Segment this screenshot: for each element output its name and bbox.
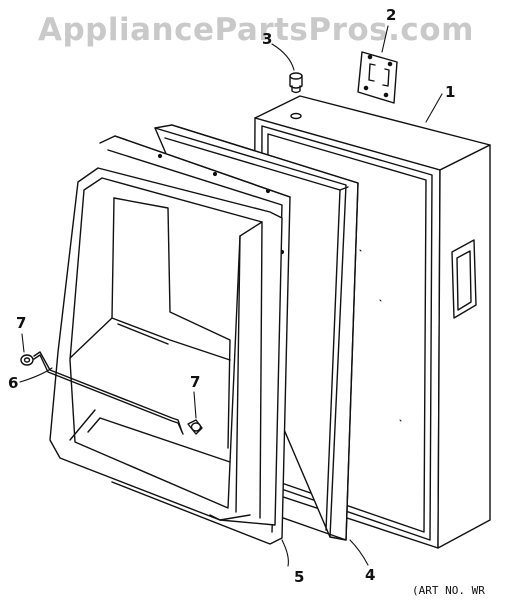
part-7-endcap-right [188,420,202,434]
leader-1 [426,94,442,122]
callout-7-left: 7 [16,314,27,332]
leader-2 [382,26,388,52]
leader-5 [282,540,288,566]
watermark: AppliancePartsPros.com [38,12,474,48]
part-3-plug [290,73,302,93]
leader-lines [20,26,442,566]
callout-6: 6 [8,374,19,392]
door-liner [50,168,282,525]
leader-7b [194,392,196,418]
callout-2: 2 [386,6,397,24]
callout-7-right: 7 [190,373,201,391]
part-7-endcap-left [21,355,33,365]
callout-5: 5 [294,568,305,586]
leader-4 [350,540,368,565]
part-2-bracket [358,52,397,103]
leader-7a [22,334,24,352]
leader-6 [20,368,52,382]
part-6-rod [34,352,183,434]
callout-1: 1 [445,83,456,101]
callout-3: 3 [262,30,273,48]
leader-3 [272,44,294,70]
art-number: (ART NO. WR [412,584,485,597]
callout-4: 4 [365,566,376,584]
